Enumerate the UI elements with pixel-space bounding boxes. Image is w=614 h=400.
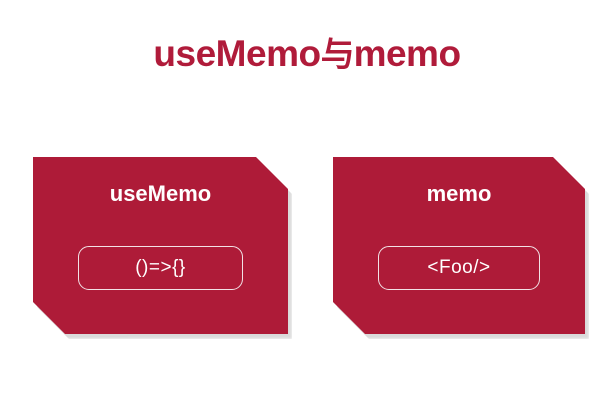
card-body: memo <Foo/> xyxy=(333,157,585,334)
page-title-left: useMemo xyxy=(153,33,321,74)
card-title: useMemo xyxy=(109,181,212,206)
card-body: useMemo ()=>{} xyxy=(33,157,288,334)
card-code-pill[interactable]: ()=>{} xyxy=(78,246,243,290)
card-title: memo xyxy=(426,181,492,206)
card-code-pill[interactable]: <Foo/> xyxy=(378,246,540,290)
page-title: useMemo与memo xyxy=(0,30,614,79)
card-memo[interactable]: memo <Foo/> xyxy=(333,157,585,334)
card-usememo[interactable]: useMemo ()=>{} xyxy=(33,157,288,334)
page-title-connector: 与 xyxy=(320,35,355,75)
page-title-right: memo xyxy=(353,33,461,74)
